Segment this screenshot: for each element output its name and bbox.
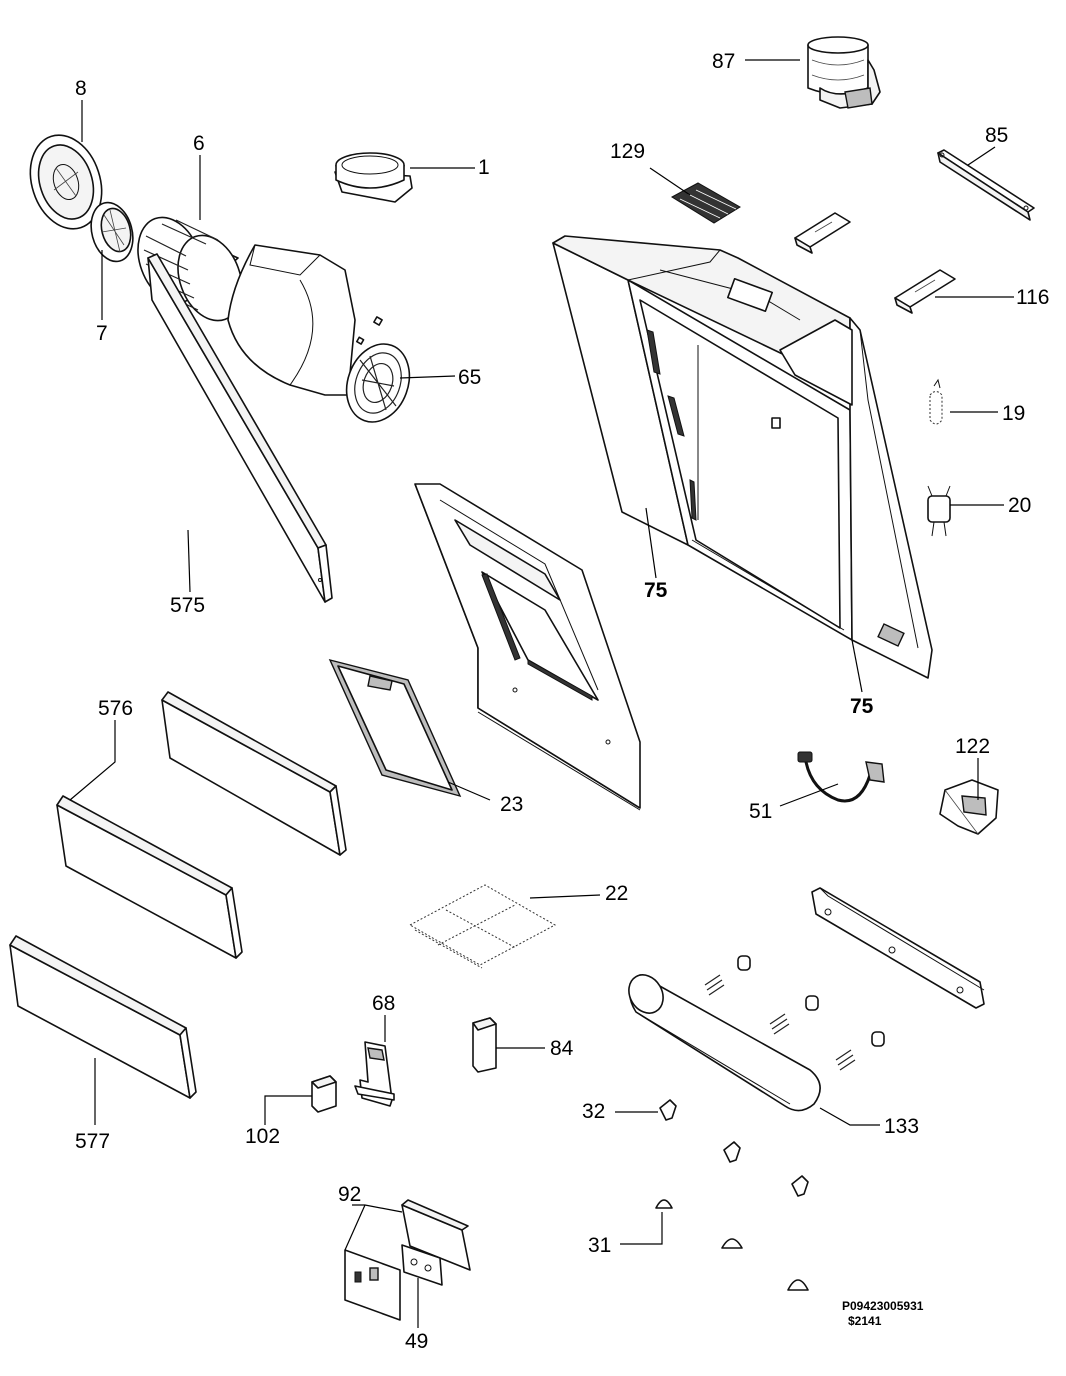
label-1: 1: [478, 156, 490, 179]
part-576-panel-lower: [56, 795, 243, 959]
part-133-light-bar: [628, 974, 821, 1112]
part-upper-bracket: [794, 212, 851, 254]
label-102: 102: [245, 1125, 280, 1148]
part-87-duct-connector: [807, 36, 881, 109]
label-8: 8: [75, 77, 87, 100]
label-19: 19: [1002, 402, 1025, 425]
label-51: 51: [749, 800, 772, 823]
label-84: 84: [550, 1037, 574, 1060]
part-75-hood-body: [552, 235, 933, 679]
drawing-code-number: P09423005931: [842, 1299, 924, 1313]
label-20: 20: [1008, 494, 1031, 517]
label-576: 576: [98, 697, 133, 720]
part-8-motor-plate: [29, 134, 103, 230]
canopy-panel: [414, 483, 641, 811]
label-133: 133: [884, 1115, 919, 1138]
label-23: 23: [500, 793, 523, 816]
label-575: 575: [170, 594, 205, 617]
part-92-control-box: [344, 1199, 471, 1321]
label-68: 68: [372, 992, 395, 1015]
part-122-lamp-holder: [939, 779, 999, 835]
label-129: 129: [610, 140, 645, 163]
part-102-box: [311, 1075, 337, 1113]
label-85: 85: [985, 124, 1008, 147]
part-65-grille: [345, 343, 411, 423]
leader-lines: [69, 59, 1014, 1328]
front-rail: [811, 887, 985, 1009]
label-75-lower: 75: [850, 695, 874, 718]
label-32: 32: [582, 1100, 605, 1123]
part-32-clips: [659, 1099, 809, 1197]
label-65: 65: [458, 366, 481, 389]
part-49-plate: [401, 1244, 443, 1286]
label-122: 122: [955, 735, 990, 758]
part-116-bracket: [894, 269, 956, 314]
label-92: 92: [338, 1183, 361, 1206]
part-31-knobs: [655, 1199, 809, 1291]
label-116: 116: [1016, 286, 1049, 309]
label-7: 7: [96, 322, 108, 345]
part-1-ring-flange: [334, 152, 413, 203]
part-68-switch-bracket: [354, 1041, 395, 1107]
label-75-upper: 75: [644, 579, 668, 602]
part-19-bulb: [929, 378, 943, 425]
label-87: 87: [712, 50, 735, 73]
part-84-block: [472, 1017, 497, 1073]
part-20-capacitor: [927, 485, 951, 537]
part-labels: 87 8 6 1 129 85 7 116 65 19 20 575 75 75…: [75, 50, 1049, 1353]
label-577: 577: [75, 1130, 110, 1153]
part-575-panel: [147, 253, 333, 603]
drawing-code: P09423005931 $2141: [842, 1299, 924, 1328]
part-85-bracket: [937, 149, 1035, 221]
label-22: 22: [605, 882, 628, 905]
part-577-panel: [9, 935, 197, 1099]
part-7-motor: [90, 201, 134, 263]
part-22-sheet: [408, 884, 557, 969]
part-129-mesh: [671, 182, 741, 224]
part-576-panel-upper: [161, 691, 347, 856]
label-49: 49: [405, 1330, 428, 1353]
part-23-filter: [328, 658, 462, 798]
lamp-sockets: [704, 955, 885, 1071]
drawing-code-revision: $2141: [848, 1314, 882, 1328]
part-51-cable: [797, 751, 885, 803]
label-31: 31: [588, 1234, 611, 1257]
label-6: 6: [193, 132, 205, 155]
blower-housing: [227, 244, 383, 396]
